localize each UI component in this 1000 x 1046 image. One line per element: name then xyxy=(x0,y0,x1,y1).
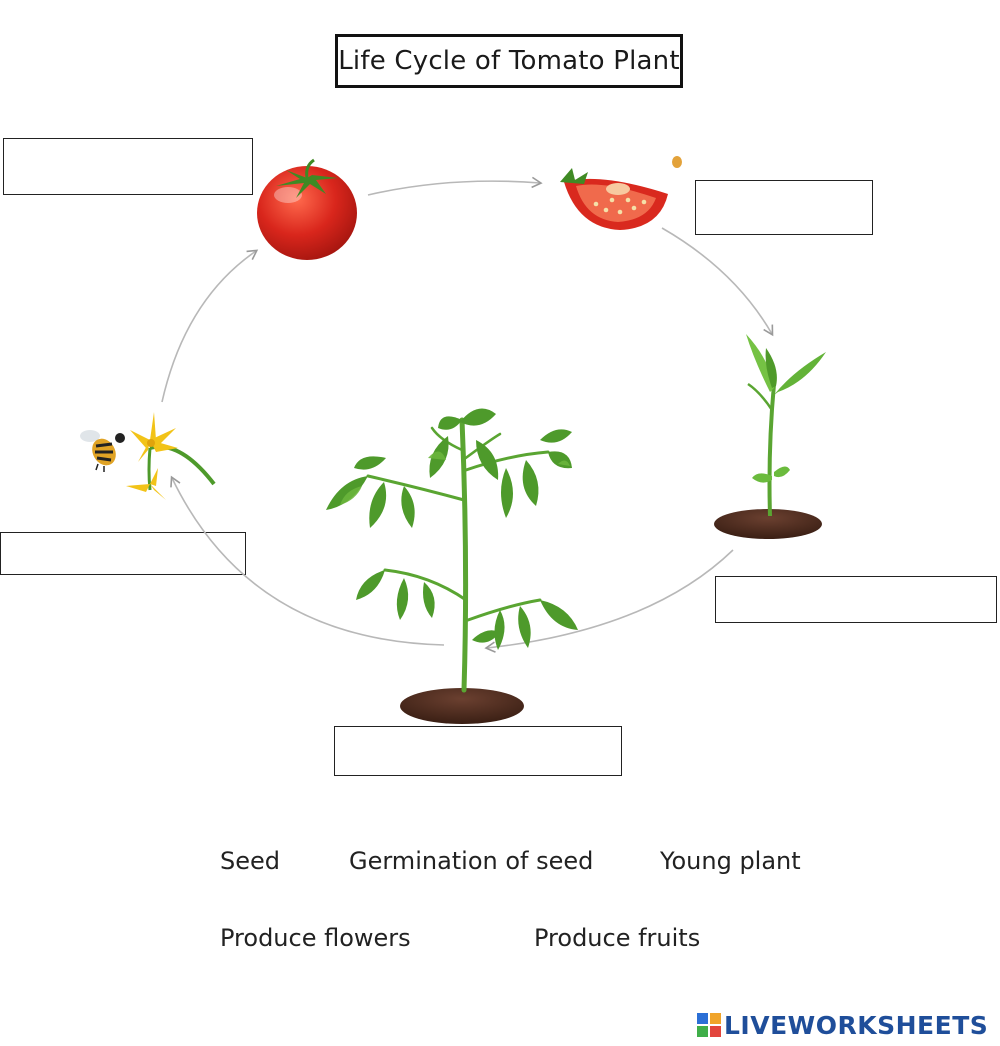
bee-icon xyxy=(80,430,125,472)
diagram-title: Life Cycle of Tomato Plant xyxy=(335,34,683,88)
word-bank-seed[interactable]: Seed xyxy=(220,847,280,875)
answer-box-top-left[interactable] xyxy=(3,138,253,195)
tomato-plant-icon xyxy=(326,408,578,724)
word-bank-young-plant[interactable]: Young plant xyxy=(660,847,801,875)
flower-bee-icon xyxy=(80,412,216,500)
answer-box-left[interactable] xyxy=(0,532,246,575)
arrow-plant-to-flower xyxy=(170,475,445,646)
word-bank-produce-flowers[interactable]: Produce flowers xyxy=(220,924,411,952)
tomato-icon xyxy=(257,158,357,260)
answer-box-bottom[interactable] xyxy=(334,726,622,776)
arrow-flower-to-fruit xyxy=(161,249,259,403)
liveworksheets-logo-icon xyxy=(697,1013,721,1037)
brand-logo: LIVEWORKSHEETS xyxy=(697,1010,988,1040)
word-bank-germination[interactable]: Germination of seed xyxy=(349,847,594,875)
seedling-icon xyxy=(714,334,826,539)
word-bank-produce-fruits[interactable]: Produce fruits xyxy=(534,924,701,952)
arrow-fruit-to-seed xyxy=(367,176,543,196)
answer-box-top-right[interactable] xyxy=(695,180,873,235)
arrow-seed-to-seedling xyxy=(661,227,774,337)
life-cycle-diagram xyxy=(80,156,826,724)
brand-name: LIVEWORKSHEETS xyxy=(724,1010,989,1040)
tomato-slice-icon xyxy=(560,156,682,230)
answer-box-right[interactable] xyxy=(715,576,997,623)
